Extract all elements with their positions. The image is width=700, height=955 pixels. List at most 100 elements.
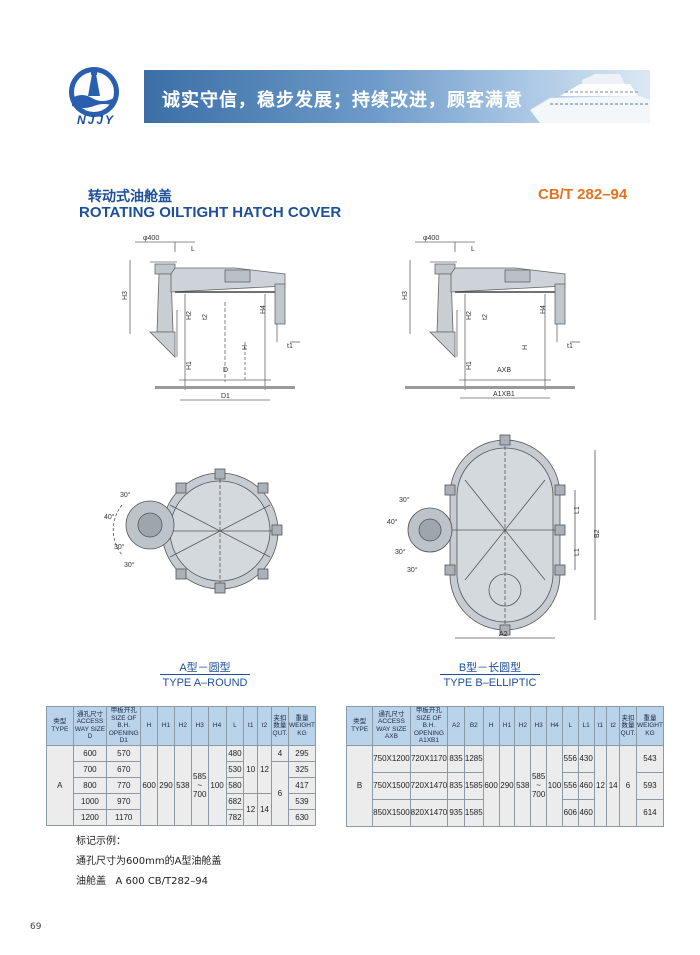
angle-b-40: 40°: [387, 518, 398, 526]
td-b-L1: 460: [577, 771, 595, 800]
td-b-H3: 585~700: [530, 744, 548, 827]
dim-AXB: AXB: [497, 367, 511, 374]
td-a-D1: 570: [106, 744, 142, 762]
drawing-a-top-view: 30° 40° 30° 30°: [104, 468, 283, 594]
th-a-H3: H3: [190, 706, 209, 746]
drawing-b-side-view: φ400 L H3 H2 t2 H4 H t1 H1 AXB A1XB1: [402, 235, 580, 399]
td-b-L1: 430: [577, 744, 595, 773]
dim-D1: D1: [221, 393, 230, 400]
th-b-L1: L1: [577, 706, 595, 746]
td-b-A1XB1: 720X1470: [409, 771, 449, 800]
company-logo: [69, 67, 119, 117]
dim-L1-bottom: L1: [574, 548, 581, 556]
angle-b-30-mid: 30°: [395, 548, 406, 556]
td-a-H: 600: [140, 744, 159, 826]
td-a-D: 600: [72, 744, 108, 762]
td-a-t2-group1: 12: [257, 744, 272, 794]
th-a-H1: H1: [157, 706, 175, 746]
td-b-t2: 14: [606, 744, 621, 827]
td-a-L: 580: [225, 776, 245, 794]
td-b-B2: 1285: [463, 744, 484, 773]
dim-H3: H3: [122, 291, 129, 300]
th-b-H4: H4: [546, 706, 563, 746]
td-a-t1-group2: 12: [243, 792, 259, 826]
table-row: 700 670 530 6 325: [47, 760, 317, 826]
dim-t2: t2: [202, 314, 209, 320]
th-b-H: H: [482, 706, 500, 746]
td-b-A2: 835: [447, 744, 465, 773]
td-a-L: 682: [225, 792, 245, 810]
th-a-H4: H4: [207, 706, 227, 746]
angle-a-30-mid: 30°: [114, 543, 125, 551]
dim-A1XB1: A1XB1: [493, 391, 515, 398]
logo-text: NJJY: [76, 113, 116, 127]
dim-H2: H2: [186, 311, 193, 320]
td-a-L: 480: [225, 744, 245, 762]
table-row: B 750X1200 720X1170 835 1285 600 290 538…: [345, 744, 665, 827]
table-row: 850X1500 820X1470 935 1585 606 460 614: [347, 798, 665, 827]
th-a-L: L: [225, 706, 245, 746]
td-a-t2-group2: 14: [257, 792, 272, 826]
td-a-L: 782: [225, 808, 245, 826]
table-row: 1200 1170 782 630: [47, 808, 317, 826]
td-b-B2: 1585: [463, 798, 484, 827]
dim-b-H4: H4: [540, 305, 547, 314]
angle-b-30-bottom: 30°: [407, 566, 418, 574]
td-b-L: 556: [561, 744, 579, 773]
dim-phi400: φ400: [143, 235, 159, 242]
th-b-L: L: [561, 706, 579, 746]
th-b-A2: A2: [447, 706, 465, 746]
note-line1: 通孔尺寸为600mm的A型油舱盖: [76, 856, 222, 867]
caption-b-en: TYPE B–ELLIPTIC: [443, 677, 537, 689]
td-b-L: 606: [561, 798, 579, 827]
td-a-weight: 417: [287, 776, 317, 794]
page-number: 69: [30, 922, 42, 932]
th-a-H2: H2: [173, 706, 192, 746]
td-a-L: 530: [225, 760, 245, 778]
note-label: 标记示例：: [76, 836, 126, 847]
dim-L: L: [191, 246, 195, 253]
standard-number: CB/T 282–94: [538, 186, 628, 203]
td-b-A2: 935: [447, 798, 465, 827]
th-b-t1: t1: [593, 706, 608, 746]
td-a-D: 700: [72, 760, 108, 778]
dim-b-phi400: φ400: [423, 235, 439, 242]
table-row: 750X1500 720X1470 835 1585 556 460 593: [347, 771, 665, 800]
th-a-t2: t2: [257, 706, 272, 746]
cruise-ship-icon: [530, 74, 650, 123]
dim-b-H3: H3: [402, 291, 409, 300]
td-b-H: 600: [482, 744, 500, 827]
td-b-L1: 460: [577, 798, 595, 827]
dim-b-H2: H2: [466, 311, 473, 320]
td-a-type: A: [46, 744, 74, 826]
td-a-D1: 770: [106, 776, 142, 794]
td-a-D1: 670: [106, 760, 142, 778]
td-b-AXB: 850X1500: [372, 798, 411, 827]
dim-H1: H1: [186, 361, 193, 370]
caption-b-divider: [440, 674, 540, 675]
dim-D: D: [223, 367, 228, 374]
angle-a-30-top: 30°: [120, 491, 131, 499]
dim-b-H: H: [522, 345, 529, 350]
td-b-weight: 593: [635, 771, 665, 800]
td-b-qut: 6: [619, 744, 637, 827]
td-a-D: 1200: [72, 808, 108, 826]
td-b-weight: 614: [635, 798, 665, 827]
td-b-H2: 538: [514, 744, 532, 827]
td-b-L: 556: [561, 771, 579, 800]
th-b-B2: B2: [463, 706, 484, 746]
angle-a-40: 40°: [104, 513, 115, 521]
td-b-B2: 1585: [463, 771, 484, 800]
dim-b-t1: t1: [567, 343, 573, 350]
td-a-t1-group1: 10: [243, 744, 259, 794]
th-b-H1: H1: [498, 706, 516, 746]
